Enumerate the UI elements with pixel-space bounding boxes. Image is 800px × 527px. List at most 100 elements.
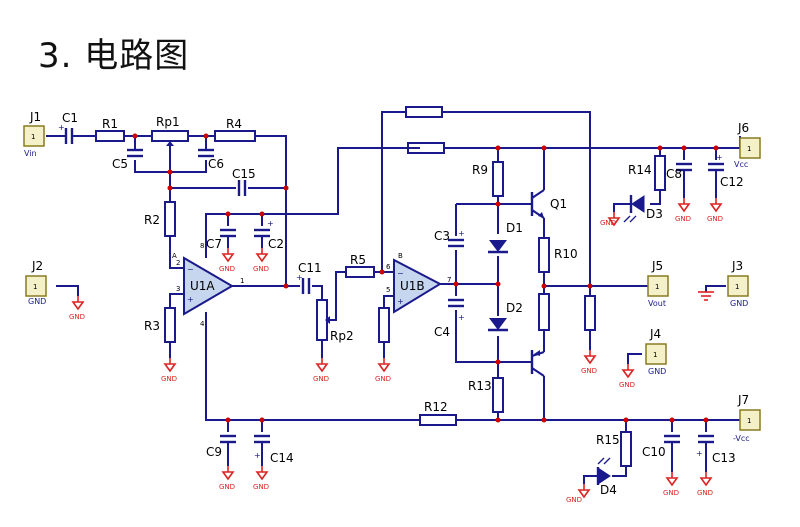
svg-text:C13: C13 <box>712 451 736 465</box>
svg-text:GND: GND <box>619 381 635 389</box>
resistor-r1: R1 <box>95 117 125 142</box>
connector-j3: 1 J3 GND <box>727 259 749 308</box>
resistor-r2: R2 <box>144 201 176 237</box>
svg-text:J5: J5 <box>651 259 663 273</box>
svg-text:GND: GND <box>161 375 177 383</box>
svg-text:GND: GND <box>566 496 582 504</box>
resistor-r13: R13 <box>468 377 504 413</box>
svg-text:GND: GND <box>600 219 616 227</box>
svg-text:3: 3 <box>176 285 180 293</box>
svg-text:R10: R10 <box>554 247 578 261</box>
capacitor-c14: + C14 <box>254 434 294 480</box>
capacitor-c13: + C13 <box>696 434 736 486</box>
resistor-r9: R9 <box>472 161 504 197</box>
svg-text:A: A <box>172 252 177 260</box>
connector-j5: 1 J5 Vout <box>647 259 669 308</box>
svg-text:GND: GND <box>697 489 713 497</box>
svg-text:GND: GND <box>253 265 269 273</box>
svg-text:−: − <box>187 265 194 274</box>
svg-text:+: + <box>58 123 65 132</box>
svg-text:R9: R9 <box>472 163 488 177</box>
svg-text:-Vcc: -Vcc <box>733 434 750 443</box>
svg-text:GND: GND <box>219 483 235 491</box>
svg-text:7: 7 <box>447 276 451 284</box>
resistor-u1b-plus <box>378 307 390 343</box>
capacitor-c5: C5 <box>112 148 143 171</box>
svg-text:GND: GND <box>663 489 679 497</box>
ground-symbols <box>72 291 714 378</box>
capacitor-c1: + C1 <box>58 111 78 144</box>
junction-dots <box>132 133 719 423</box>
ground-labels: GND GND GND GND GND GND GND GND GND GND … <box>69 215 723 504</box>
resistor-top-feedback <box>405 106 443 118</box>
svg-text:J2: J2 <box>31 259 43 273</box>
svg-text:1: 1 <box>31 133 35 141</box>
svg-text:C10: C10 <box>642 445 666 459</box>
potentiometer-rp2: Rp2 <box>316 299 354 343</box>
svg-text:C6: C6 <box>208 157 224 171</box>
resistor-output-load <box>584 295 596 331</box>
svg-text:C15: C15 <box>232 167 256 181</box>
svg-text:D2: D2 <box>506 301 523 315</box>
potentiometer-rp1: Rp1 <box>151 115 189 150</box>
svg-text:J1: J1 <box>29 110 41 124</box>
svg-text:Vin: Vin <box>24 149 37 158</box>
diode-d1: D1 <box>488 221 523 254</box>
svg-text:+: + <box>296 273 303 282</box>
svg-text:Vcc: Vcc <box>734 160 748 169</box>
svg-text:1: 1 <box>735 283 739 291</box>
svg-text:5: 5 <box>386 286 390 294</box>
capacitor-c3: + C3 <box>434 229 465 248</box>
svg-text:GND: GND <box>219 265 235 273</box>
svg-text:R13: R13 <box>468 379 492 393</box>
svg-text:J3: J3 <box>731 259 743 273</box>
opamp-u1b: U1B − + B 6 5 7 <box>386 252 451 314</box>
diode-d2: D2 <box>488 301 523 332</box>
svg-text:R14: R14 <box>628 163 652 177</box>
svg-text:+: + <box>716 153 723 162</box>
svg-text:+: + <box>458 313 465 322</box>
resistor-r15: R15 <box>596 431 632 467</box>
wires <box>46 111 741 477</box>
capacitor-c11: + C11 <box>296 261 322 294</box>
svg-text:GND: GND <box>313 375 329 383</box>
svg-text:B: B <box>398 252 403 260</box>
svg-text:+: + <box>267 219 274 228</box>
svg-text:GND: GND <box>707 215 723 223</box>
connector-j6: 1 J6 Vcc <box>734 121 761 169</box>
svg-text:J4: J4 <box>649 327 661 341</box>
resistor-lower-emitter <box>538 293 550 331</box>
svg-text:R15: R15 <box>596 433 620 447</box>
transistor-q2 <box>530 350 545 377</box>
capacitor-c10: C10 <box>642 434 680 486</box>
svg-text:Rp2: Rp2 <box>330 329 354 343</box>
svg-text:+: + <box>187 295 194 304</box>
svg-text:R2: R2 <box>144 213 160 227</box>
resistor-r4: R4 <box>214 117 256 142</box>
svg-text:C8: C8 <box>666 167 682 181</box>
svg-text:GND: GND <box>581 367 597 375</box>
transistor-q1: Q1 <box>530 189 567 219</box>
svg-text:+: + <box>458 229 465 238</box>
svg-text:D4: D4 <box>600 483 617 497</box>
capacitor-c2: + C2 <box>254 219 284 262</box>
svg-text:C9: C9 <box>206 445 222 459</box>
svg-text:D3: D3 <box>646 207 663 221</box>
resistor-vcc-line <box>407 142 445 154</box>
capacitor-c7: C7 <box>206 228 236 262</box>
capacitor-c12: + C12 <box>708 153 744 212</box>
svg-text:R5: R5 <box>350 253 366 267</box>
svg-text:1: 1 <box>33 283 37 291</box>
led-d4: D4 <box>578 457 617 498</box>
capacitor-c6: C6 <box>198 148 224 171</box>
resistor-r12: R12 <box>419 400 457 426</box>
svg-text:+: + <box>254 451 261 460</box>
svg-text:1: 1 <box>655 283 659 291</box>
page-title: 3. 电路图 <box>38 36 190 76</box>
svg-text:C2: C2 <box>268 237 284 251</box>
resistor-r10: R10 <box>538 237 578 273</box>
connector-j1: 1 J1 Vin <box>23 110 45 158</box>
capacitor-c15: C15 <box>232 167 256 196</box>
svg-text:C7: C7 <box>206 237 222 251</box>
